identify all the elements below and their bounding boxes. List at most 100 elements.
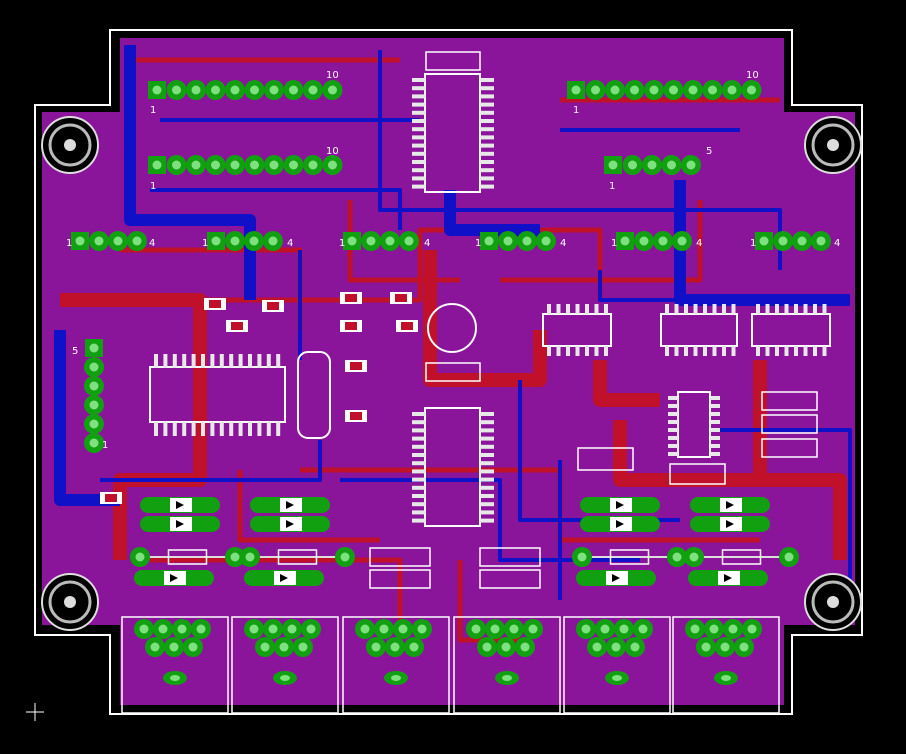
ic-pin — [412, 184, 426, 189]
ic-pin — [229, 422, 234, 436]
diode — [688, 570, 768, 586]
pad — [263, 231, 283, 251]
header4-end-label: 5 — [706, 146, 712, 157]
conn1-end-label: 4 — [149, 238, 155, 249]
pad — [293, 637, 313, 657]
top-trace — [593, 360, 660, 407]
ic-pin — [765, 304, 770, 314]
pad — [734, 637, 754, 657]
ic-pin — [480, 518, 494, 523]
ic-pin — [412, 428, 426, 433]
pad — [84, 376, 104, 396]
ic-pin — [210, 354, 215, 368]
ic-pin — [575, 304, 580, 314]
pad — [811, 231, 831, 251]
pad — [244, 80, 265, 100]
pad — [605, 80, 625, 100]
ic-top-center — [424, 73, 481, 193]
ic-pin — [412, 135, 426, 140]
conn1-start-label: 1 — [66, 238, 72, 249]
ic-pin — [480, 119, 494, 123]
diode — [134, 570, 214, 586]
origin-cross-icon — [26, 703, 44, 721]
header2-start-label: 1 — [150, 181, 156, 192]
pad — [205, 155, 226, 175]
ic-pin — [668, 444, 678, 448]
ic-pin — [172, 422, 177, 436]
pad — [153, 619, 173, 639]
ic-pin — [480, 453, 494, 457]
ic-pin — [480, 494, 494, 498]
ic-pin — [710, 436, 720, 440]
ic-pin — [412, 485, 426, 490]
conn2-start-label: 1 — [202, 238, 208, 249]
ic-pin — [668, 428, 678, 432]
ic-pin — [803, 304, 808, 314]
terminal-connectors — [121, 616, 780, 714]
pad — [702, 80, 723, 100]
ic-pin — [201, 422, 205, 436]
ic-pin — [703, 346, 707, 356]
ic-pin — [722, 346, 726, 356]
conn3-start-label: 1 — [339, 238, 345, 249]
ic-pin — [238, 354, 243, 368]
ic-pin — [480, 502, 494, 507]
ic-pin — [547, 304, 551, 314]
pad — [644, 80, 664, 100]
ic-pin — [480, 110, 494, 115]
ic-pin — [480, 135, 494, 140]
ic-pin — [480, 477, 494, 482]
ic-pin — [668, 412, 678, 416]
ic-pin — [480, 412, 494, 416]
bottom-trace — [100, 440, 322, 482]
ic-pin — [276, 422, 281, 436]
pad — [587, 637, 607, 657]
ic-pin — [480, 436, 494, 441]
ic-pin — [803, 346, 808, 356]
ic-pin — [813, 304, 817, 314]
axial-component — [250, 549, 345, 565]
pad — [183, 637, 203, 657]
ic-pin — [575, 346, 580, 356]
pad — [207, 232, 225, 250]
pad — [240, 547, 260, 567]
ic-pin — [784, 304, 789, 314]
ic-pin — [412, 160, 426, 164]
ic-pin — [693, 304, 698, 314]
pad — [108, 231, 128, 251]
capacitor-top — [425, 51, 481, 71]
ic-pin — [257, 354, 262, 368]
pad — [385, 637, 405, 657]
diode — [576, 570, 656, 586]
pad — [355, 619, 375, 639]
ic-pin — [822, 304, 827, 314]
ic-pin — [480, 510, 494, 515]
axial-component — [140, 549, 235, 565]
board-fill — [42, 38, 855, 705]
ic-pin — [163, 354, 168, 368]
pad — [567, 81, 585, 99]
ic-pin — [480, 428, 494, 433]
ic-pin — [412, 119, 426, 123]
ic-pin — [412, 436, 426, 441]
pad — [485, 619, 505, 639]
ic-pin — [480, 78, 494, 82]
pad — [164, 637, 184, 657]
top-trace — [500, 200, 703, 283]
smd-part — [345, 360, 367, 372]
pad — [191, 619, 211, 639]
conn5-end-label: 4 — [696, 238, 702, 249]
ic-pin — [412, 102, 426, 107]
electrolytic-capacitor — [427, 303, 477, 353]
pad — [166, 155, 187, 175]
ic-pin — [412, 94, 426, 99]
top-trace — [347, 200, 460, 283]
ic-pin — [594, 304, 599, 314]
ic-pin — [722, 304, 726, 314]
ic-pins — [154, 78, 827, 523]
pad — [681, 155, 701, 175]
capacitor-mid — [425, 362, 481, 382]
pad — [186, 155, 206, 175]
pad — [303, 80, 323, 100]
